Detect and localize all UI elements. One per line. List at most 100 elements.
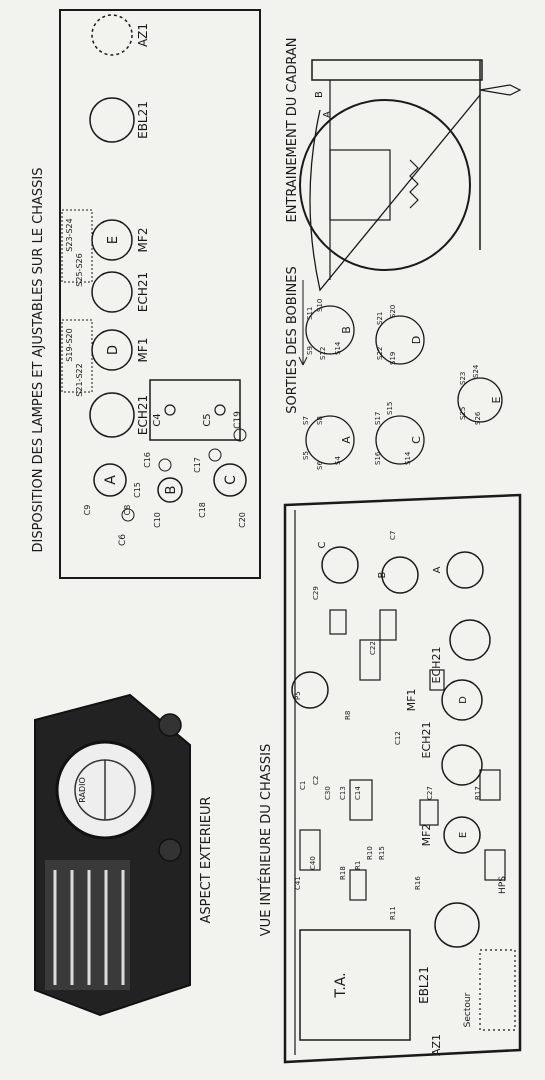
- tube-ebl21-label: EBL21: [136, 101, 150, 139]
- part-1: C40: [309, 856, 317, 870]
- tube-ech21-lower-label: ECH21: [136, 395, 150, 435]
- part-14: R11: [389, 906, 397, 920]
- part-20: C22: [369, 641, 377, 655]
- pin-a-3: S6: [316, 461, 324, 470]
- chassis-c: C: [317, 541, 328, 548]
- pinout-a: [305, 415, 355, 465]
- ebl21-socket: [434, 902, 480, 948]
- part-11: R15: [378, 846, 386, 860]
- adj-s23-s24: S23-S24: [65, 218, 74, 251]
- pin-a-4: S4: [334, 456, 342, 465]
- pinout-e-label: E: [490, 396, 503, 403]
- part-6: C2: [312, 776, 320, 785]
- ech21b-label: ECH21: [420, 722, 433, 759]
- pinout-a-label: A: [340, 436, 353, 444]
- cap-c17: C17: [193, 457, 202, 473]
- ebl21-chassis-label: EBL21: [417, 966, 431, 1004]
- output-transformer: [299, 929, 411, 1041]
- pinout-e: [457, 377, 503, 423]
- part-7: C1: [299, 781, 307, 790]
- adj-s21-s22: S21-S22: [75, 363, 84, 396]
- ech21a-label: ECH21: [430, 647, 443, 684]
- part-15: C27: [426, 786, 434, 800]
- coil-pinouts: A B C D E S7 S8 S5 S6 S4 S11 S10 S9 S12 …: [302, 299, 503, 470]
- az1-chassis-label: AZ1: [430, 1034, 443, 1056]
- pot-p5: [291, 671, 329, 709]
- cap-c10: C10: [153, 512, 162, 528]
- pinout-b: [305, 305, 355, 355]
- pin-b-0: S11: [306, 307, 314, 320]
- part-10: R10: [366, 846, 374, 860]
- chassis-e: E: [458, 832, 469, 838]
- pin-e-1: S24: [472, 364, 480, 378]
- coil-c-label: C: [223, 475, 239, 485]
- cap-c18: C18: [198, 502, 207, 518]
- title-aspect: ASPECT EXTERIEUR: [199, 796, 214, 923]
- mf1-chassis-label: MF1: [405, 689, 418, 712]
- title-interieur: VUE INTÉRIEURE DU CHASSIS: [258, 744, 274, 936]
- pin-c-1: S15: [386, 402, 394, 415]
- pin-b-1: S10: [316, 299, 324, 312]
- arrow-icon: [298, 356, 308, 366]
- cap-c15: C15: [133, 482, 142, 498]
- pin-c-3: S14: [404, 451, 412, 465]
- ech21-b-socket: [441, 744, 483, 786]
- cap-c4: C4: [152, 413, 163, 426]
- tube-ech21-lower: [89, 392, 135, 438]
- pinout-c-label: C: [410, 436, 423, 444]
- tube-az1: [91, 14, 133, 56]
- radio-knob-right: [158, 713, 182, 737]
- title-bobines: SORTIES DES BOBINES: [285, 266, 300, 413]
- chassis-interior: T.A. EBL21 AZ1 MF2 E ECH21 MF1 D ECH21 A…: [283, 493, 522, 1064]
- mf2-chassis-label: MF2: [420, 824, 433, 847]
- part-3: C13: [339, 786, 347, 800]
- coil-c: [213, 463, 247, 497]
- part-17: C7: [389, 531, 397, 540]
- cap-c8: C8: [123, 505, 132, 516]
- coil-a: [93, 463, 127, 497]
- ta-label: T.A.: [333, 972, 349, 998]
- cadran-a: A: [322, 111, 333, 118]
- dial-drum: [299, 99, 471, 271]
- cap-c5: C5: [202, 413, 213, 426]
- pin-d-3: S19: [389, 352, 397, 365]
- pin-a-0: S7: [302, 416, 310, 425]
- pin-c-2: S16: [374, 451, 382, 465]
- tube-mf1-label: MF1: [136, 338, 150, 363]
- ech21-a-socket: [449, 619, 491, 661]
- pin-b-2: S9: [306, 346, 314, 355]
- part-16: R17: [474, 786, 482, 800]
- chassis-parts: C41 C40 C30 C13 C14 C12 C2 C1 R18 R1 R10…: [294, 531, 482, 920]
- cadran-b: B: [314, 91, 325, 98]
- tube-az1-label: AZ1: [136, 23, 150, 47]
- mf1-chassis-socket: [441, 679, 483, 721]
- cap-c6: C6: [118, 534, 128, 546]
- part-8: R18: [339, 866, 347, 880]
- hps-label: HPS: [498, 876, 508, 894]
- tube-ech21-upper-label: ECH21: [136, 272, 150, 312]
- part-13: R16: [414, 876, 422, 890]
- pinout-b-label: B: [340, 326, 353, 334]
- chassis-a: A: [432, 566, 443, 573]
- coil-a-label: A: [103, 475, 119, 485]
- cap-c19: C19: [233, 411, 243, 429]
- part-0: C41: [294, 876, 302, 890]
- pin-e-2: S25: [459, 407, 467, 420]
- pin-c-0: S17: [374, 412, 382, 425]
- cap-c20: C20: [238, 512, 247, 528]
- tube-ech21-upper: [91, 271, 133, 313]
- mf2-chassis-socket: [443, 816, 481, 854]
- pinout-c: [375, 415, 425, 465]
- part-2: C30: [324, 786, 332, 800]
- part-5: C12: [394, 731, 402, 745]
- part-19: C29: [312, 586, 320, 600]
- radio-exterior: RADIO: [34, 693, 191, 1017]
- pin-a-2: S5: [302, 451, 310, 460]
- coil-a-socket: [446, 551, 484, 589]
- part-4: C14: [354, 786, 362, 800]
- tube-ebl21: [89, 97, 135, 143]
- radio-knob-left: [158, 838, 182, 862]
- title-cadran: ENTRAINEMENT DU CADRAN: [285, 37, 300, 222]
